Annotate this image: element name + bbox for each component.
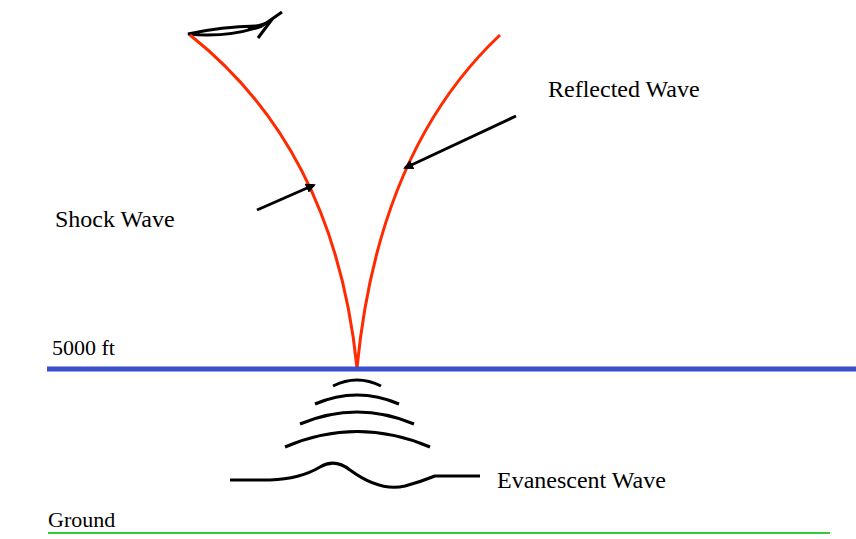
leader-arrow [405,116,516,168]
evanescent-wave [230,463,480,487]
altitude-line [47,367,856,372]
ground-line [48,532,830,534]
evanescent-arcs [285,380,430,447]
altitude-label: 5000 ft [52,334,115,362]
wave-label: Reflected Wave [548,75,700,103]
reflected-wave-curve [357,35,500,368]
ground-label: Ground [48,506,115,534]
aircraft-symbol [188,12,282,38]
shock-wave-curve [190,35,357,368]
leader-arrow [257,185,314,210]
wave-label: Evanescent Wave [497,466,666,494]
wave-label: Shock Wave [55,205,175,233]
